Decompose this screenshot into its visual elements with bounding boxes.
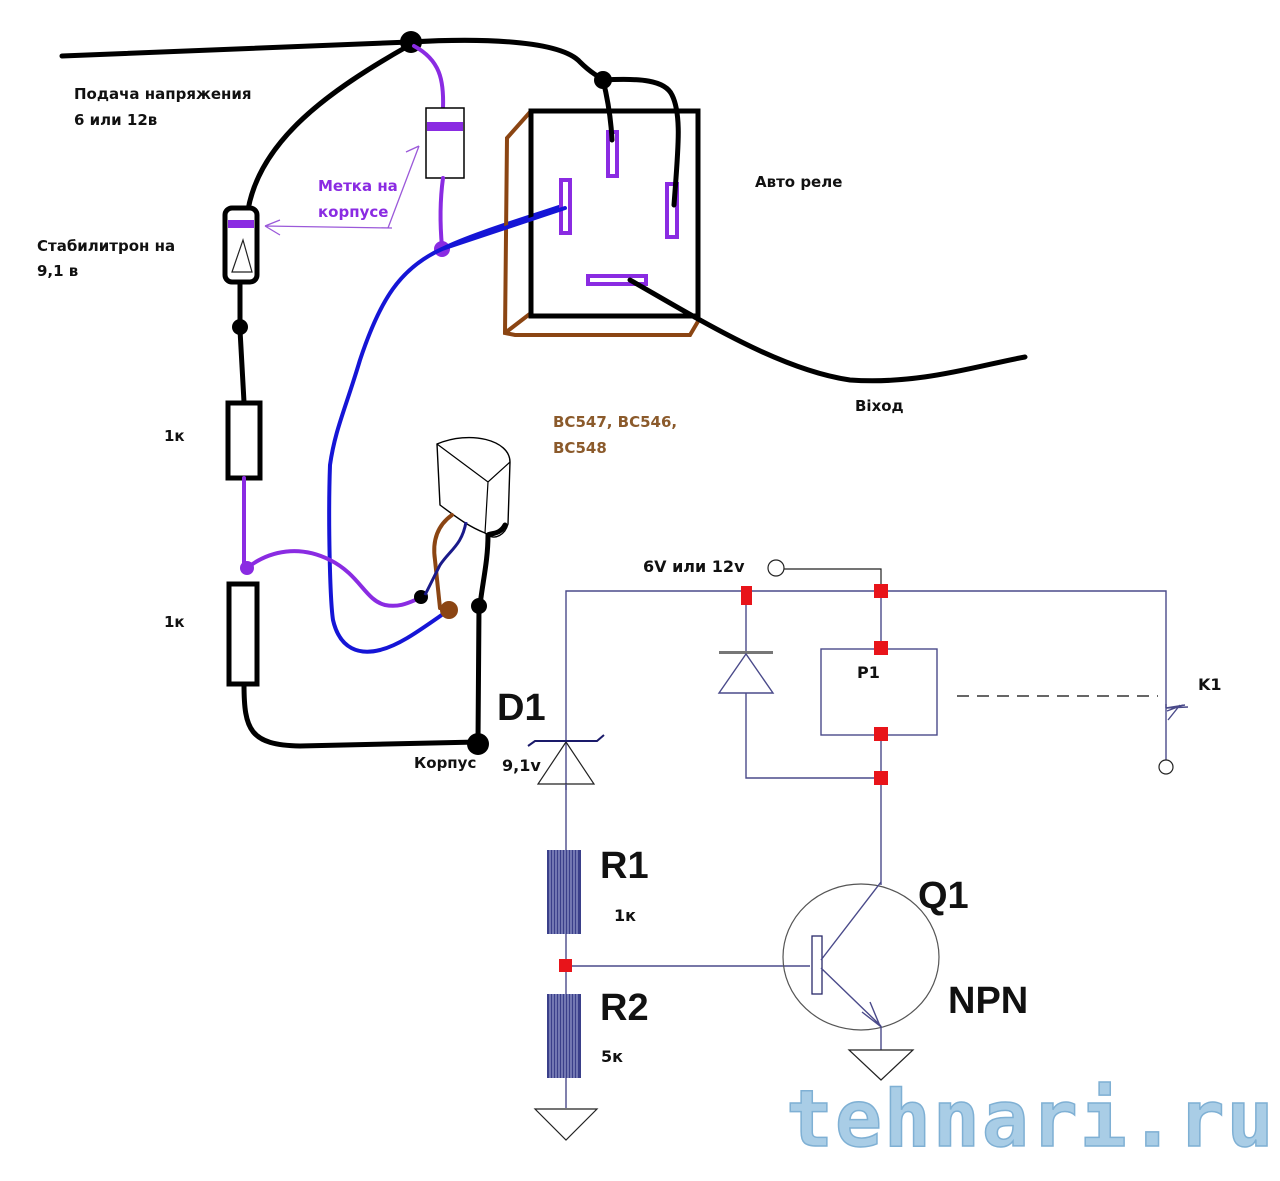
- node-coil-top: [874, 641, 888, 655]
- ground-symbol-r2: [533, 1108, 599, 1141]
- zener-node: [232, 319, 248, 335]
- zener-symbol: [231, 237, 253, 273]
- ground-symbol-q1: [847, 1049, 915, 1081]
- wire-purple-diode-bottom: [438, 176, 445, 249]
- relay-pin-right: [665, 182, 679, 239]
- wire-black-leg: [477, 522, 508, 608]
- input-label: Віход: [855, 397, 904, 415]
- input-wire: [627, 277, 1028, 384]
- k1-blade: [1165, 704, 1186, 709]
- relay-label: Авто реле: [755, 173, 842, 191]
- node-relay-top: [874, 584, 888, 598]
- diode-mark: [427, 122, 463, 131]
- wiring-drawing: Подача напряжения 6 или 12в Стабилитрон …: [37, 31, 1028, 772]
- k1-tick: [1165, 704, 1189, 721]
- wire-to-zener: [245, 43, 411, 213]
- supply-label-2: 6 или 12в: [74, 111, 157, 129]
- diode-body: [425, 107, 465, 179]
- r1-value: 1к: [614, 906, 636, 925]
- q1-type: NPN: [948, 980, 1028, 1022]
- mark-label-2: корпусе: [318, 203, 388, 221]
- ground-wire: [241, 681, 481, 749]
- q1-label: Q1: [918, 875, 969, 917]
- node-flyback-top: [741, 586, 752, 605]
- brown-leg-node: [440, 601, 458, 619]
- schematic-supply-label: 6V или 12v: [643, 557, 745, 576]
- resistor-top: [225, 400, 263, 481]
- wire-navy-leg: [423, 521, 468, 596]
- flyback-cathode: [719, 651, 773, 654]
- r1-label: R1: [600, 845, 649, 887]
- zener-d1-bar: [527, 734, 605, 747]
- resistor-top-label: 1к: [164, 427, 185, 445]
- r2-value: 5к: [601, 1047, 623, 1066]
- transistor-body: [436, 436, 511, 538]
- supply-terminal-wire: [784, 568, 882, 591]
- zener-label-2: 9,1 в: [37, 262, 78, 280]
- watermark: tehnari.ru: [786, 1075, 1276, 1165]
- contact-k1-label: K1: [1198, 675, 1222, 694]
- zener-mark: [228, 220, 254, 228]
- supply-wire: [59, 37, 608, 83]
- wire-blue-relay: [440, 206, 567, 251]
- wire-purple-diode-top: [412, 44, 446, 110]
- ground-label: Корпус: [414, 754, 476, 772]
- wire-purple-collector: [245, 549, 422, 608]
- wire-emitter-ground: [475, 603, 482, 745]
- transistor-models-2: BC548: [553, 439, 607, 457]
- schematic: 6V или 12v P1 K1 D1 9,1v R1 1к R2 5к Q1 …: [497, 557, 1222, 1141]
- supply-label-1: Подача напряжения: [74, 85, 252, 103]
- diode-d1-value: 9,1v: [502, 756, 541, 775]
- mark-label-1: Метка на: [318, 177, 398, 195]
- node-coil-bottom: [874, 727, 888, 741]
- resistor-r1: [547, 850, 581, 934]
- r2-label: R2: [600, 987, 649, 1029]
- wire-brown-leg: [432, 513, 454, 610]
- q1-collector-emitter: [820, 881, 882, 1029]
- node-collector: [874, 771, 888, 785]
- wire-relay-pin-top: [600, 77, 615, 143]
- relay-pin-bottom: [586, 274, 648, 286]
- relay-p1-label: P1: [857, 663, 880, 682]
- relay-coil: [820, 648, 938, 736]
- resistor-bottom-label: 1к: [164, 613, 185, 631]
- q1-base-bar: [811, 935, 823, 995]
- wire-to-r-top: [237, 327, 247, 405]
- wire-relay-pin-right: [600, 76, 681, 208]
- k1-terminal: [1158, 759, 1174, 775]
- transistor-models-1: BC547, BC546,: [553, 413, 677, 431]
- resistor-r2: [547, 994, 581, 1078]
- resistor-bottom: [226, 581, 260, 687]
- supply-rail: [565, 590, 1167, 790]
- q1-circle: [782, 883, 940, 1031]
- mark-arrows: [264, 145, 420, 236]
- supply-terminal: [767, 559, 785, 577]
- node-divider: [559, 959, 572, 972]
- diode-d1-label: D1: [497, 687, 546, 729]
- zener-label-1: Стабилитрон на: [37, 237, 175, 255]
- flyback-diode: [717, 652, 881, 779]
